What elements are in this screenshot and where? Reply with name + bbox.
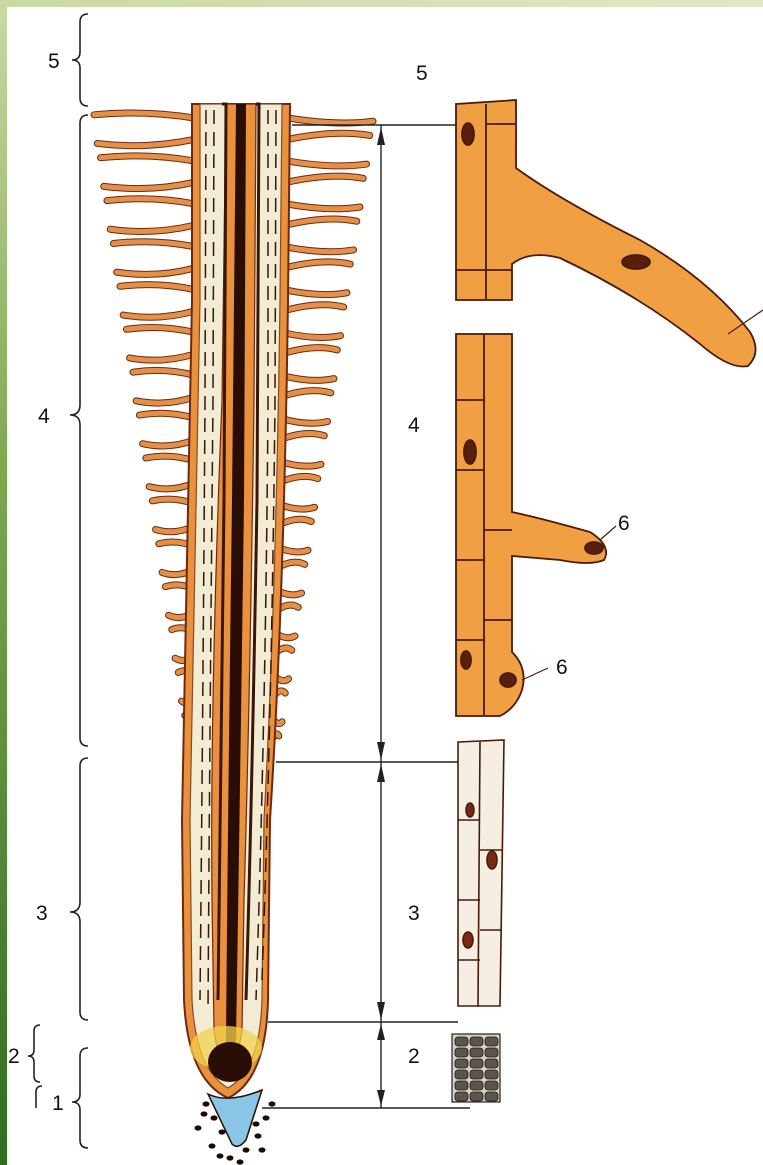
cap-cell [201, 1111, 208, 1116]
root-hair-left [94, 113, 194, 118]
nucleus-4a [464, 440, 476, 464]
meristem-dark [208, 1042, 252, 1082]
root-hair-right [282, 332, 340, 337]
root-hair-left [133, 370, 195, 375]
nucleus-3c [466, 803, 474, 817]
root-hair-left [126, 327, 194, 332]
frame-left-border [0, 0, 7, 1165]
brace-zone-4 [70, 115, 88, 746]
meristem-cell [455, 1037, 468, 1046]
meristem-cell [455, 1092, 468, 1101]
cell-detail-zone-4 [456, 334, 616, 716]
left-label-zone-1: 1 [52, 1092, 64, 1115]
mid-label-zone-4: 4 [408, 414, 420, 437]
arrow-4-bottom [377, 742, 385, 760]
label-root-hair-6-upper: 6 [618, 512, 630, 535]
arrow-3-top [377, 764, 385, 782]
left-label-zone-4: 4 [38, 405, 50, 428]
meristem-cell [485, 1092, 498, 1101]
elongation-cells [458, 740, 504, 1006]
nucleus-4b [585, 542, 603, 554]
arrow-3-bottom [377, 1002, 385, 1020]
cap-cell [259, 1147, 266, 1152]
hair-zone-cells [456, 334, 606, 716]
mature-hair-cell [456, 100, 756, 367]
cap-cell [237, 1159, 244, 1164]
cell-detail-zone-3 [458, 740, 504, 1006]
label-root-hair-6-lower: 6 [556, 656, 568, 679]
arrow-4-top [377, 127, 385, 145]
root-longitudinal-section [182, 104, 290, 1165]
arrow-2-top [377, 1024, 385, 1040]
arrow-2-bottom [377, 1090, 385, 1106]
nucleus-3a [487, 851, 497, 869]
cap-cell [219, 1129, 226, 1134]
brace-zone-3 [70, 758, 88, 1020]
meristem-cell [455, 1059, 468, 1068]
cap-cell [255, 1133, 262, 1138]
root-hair-left [120, 285, 195, 290]
cap-cell [195, 1125, 202, 1130]
root-zones-diagram: 5 4 3 2 1 [7, 7, 763, 1165]
cap-cell [269, 1101, 276, 1106]
root-hair-right [288, 118, 373, 123]
frame-top-border [0, 0, 763, 7]
mid-label-zone-2: 2 [408, 1045, 420, 1068]
brace-zone-2 [28, 1025, 40, 1082]
root-hair-right [286, 204, 360, 209]
mid-label-zone-3: 3 [408, 902, 420, 925]
meristem-cell [455, 1070, 468, 1079]
meristem-cell [470, 1070, 483, 1079]
root-hair-left [113, 242, 194, 247]
nucleus-3b [463, 932, 473, 948]
brace-zone-5 [72, 14, 88, 106]
meristem-cell [470, 1092, 483, 1101]
meristem-cell [470, 1048, 483, 1057]
nucleus-4c [500, 673, 516, 687]
brace-zone-1 [72, 1048, 88, 1148]
cap-cell [211, 1115, 218, 1120]
meristem-cell [470, 1037, 483, 1046]
meristem-cell [455, 1048, 468, 1057]
left-label-zone-2: 2 [8, 1045, 20, 1068]
left-label-zone-3: 3 [36, 902, 48, 925]
root-hair-right [284, 290, 347, 295]
meristem-cell [485, 1059, 498, 1068]
root-hair-left [139, 413, 195, 418]
pointer-6-upper [600, 526, 616, 540]
meristem-cell [485, 1048, 498, 1057]
nucleus-4d [461, 651, 471, 669]
root-hair-right [280, 418, 327, 423]
mid-label-zone-5: 5 [416, 62, 428, 85]
meristem-cell [470, 1059, 483, 1068]
meristem-cell [485, 1070, 498, 1079]
cap-cell [263, 1115, 270, 1120]
nucleus-5a [462, 123, 474, 145]
root-hair-right [285, 247, 354, 252]
root-hair-left [107, 199, 194, 204]
cell-detail-zone-2 [452, 1034, 500, 1102]
cap-cell [203, 1101, 210, 1106]
brace-zone-1-short [36, 1086, 42, 1108]
cap-cell [243, 1147, 250, 1152]
root-hair-left [100, 156, 194, 161]
left-zone-braces [28, 14, 88, 1148]
pointer-6-lower [522, 668, 548, 680]
meristem-cell [455, 1081, 468, 1090]
cell-detail-zone-5 [456, 100, 763, 367]
cap-cell [227, 1155, 234, 1160]
meristem-cell [470, 1081, 483, 1090]
nucleus-5b [622, 255, 650, 269]
meristem-cell [485, 1037, 498, 1046]
root-hair-left [146, 456, 195, 461]
left-label-zone-5: 5 [48, 50, 60, 73]
cap-cell [209, 1143, 216, 1148]
zone-dimension-lines [262, 125, 470, 1108]
root-hair-right [287, 161, 367, 166]
meristem-cell [485, 1081, 498, 1090]
cap-cell [217, 1153, 224, 1158]
cap-cell [253, 1121, 260, 1126]
root-hair-right [281, 375, 334, 380]
